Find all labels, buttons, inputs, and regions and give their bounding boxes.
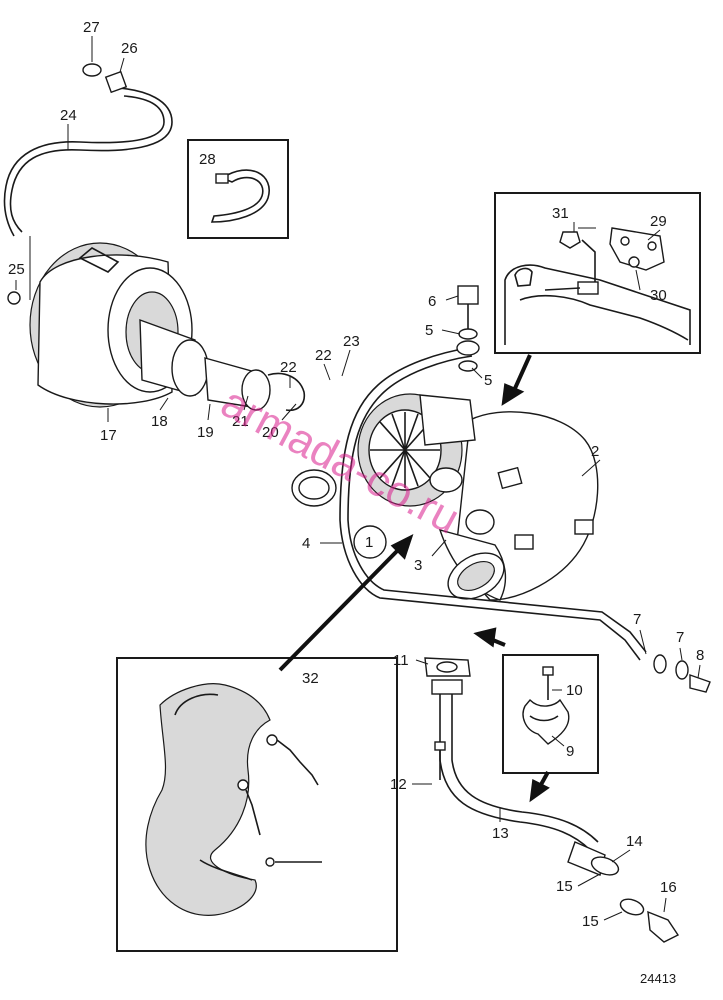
- callout-32: 32: [302, 670, 319, 687]
- hose-assembly: [3, 63, 173, 305]
- drawing-number: 24413: [640, 971, 676, 986]
- compressor-wheel: [370, 412, 440, 488]
- callout-30: 30: [650, 287, 667, 304]
- callout-23: 23: [343, 333, 360, 350]
- callout-10: 10: [566, 682, 583, 699]
- callout-31: 31: [552, 205, 569, 222]
- callout-22-left: 22: [280, 359, 297, 376]
- callout-8: 8: [696, 647, 704, 664]
- callout-14: 14: [626, 833, 643, 850]
- leader-lines: [15, 36, 701, 921]
- callout-3: 3: [414, 557, 422, 574]
- callout-21: 21: [232, 413, 249, 430]
- callout-12: 12: [390, 776, 407, 793]
- callout-27: 27: [83, 19, 100, 36]
- callout-11: 11: [393, 652, 409, 669]
- callout-26: 26: [121, 40, 138, 57]
- callout-5-lower: 5: [484, 372, 492, 389]
- callout-16: 16: [660, 879, 677, 896]
- callout-2: 2: [591, 443, 599, 460]
- detail-box-heat-shield: [116, 657, 398, 952]
- callout-4: 4: [302, 535, 310, 552]
- callout-13: 13: [492, 825, 509, 842]
- callout-9: 9: [566, 743, 574, 760]
- detail-arrows: [278, 354, 550, 803]
- callout-5-upper: 5: [425, 322, 433, 339]
- air-filter-assembly: [29, 242, 306, 412]
- detail-box-bracket: [494, 192, 701, 354]
- callout-29: 29: [650, 213, 667, 230]
- callout-15-lower: 15: [582, 913, 599, 930]
- callout-15-upper: 15: [556, 878, 573, 895]
- callout-1-circle: [353, 525, 387, 559]
- callout-24: 24: [60, 107, 77, 124]
- callout-17: 17: [100, 427, 117, 444]
- callout-labels: 1 2 3 4 5 5 6 7 7 8 9 10 11 12 13 14 15 …: [8, 19, 704, 930]
- callout-28: 28: [199, 151, 216, 168]
- callout-6: 6: [428, 293, 436, 310]
- callout-25: 25: [8, 261, 25, 278]
- callout-7-right: 7: [676, 629, 684, 646]
- callout-22-right: 22: [315, 347, 332, 364]
- turbocharger: [291, 393, 599, 601]
- callout-18: 18: [151, 413, 168, 430]
- callout-1: 1: [365, 534, 373, 551]
- callout-20: 20: [262, 424, 279, 441]
- detail-box-cable-tie: [187, 139, 289, 239]
- oil-return-pipe: [424, 657, 680, 943]
- callout-7-left: 7: [633, 611, 641, 628]
- detail-box-clamp: [502, 654, 599, 774]
- callout-19: 19: [197, 424, 214, 441]
